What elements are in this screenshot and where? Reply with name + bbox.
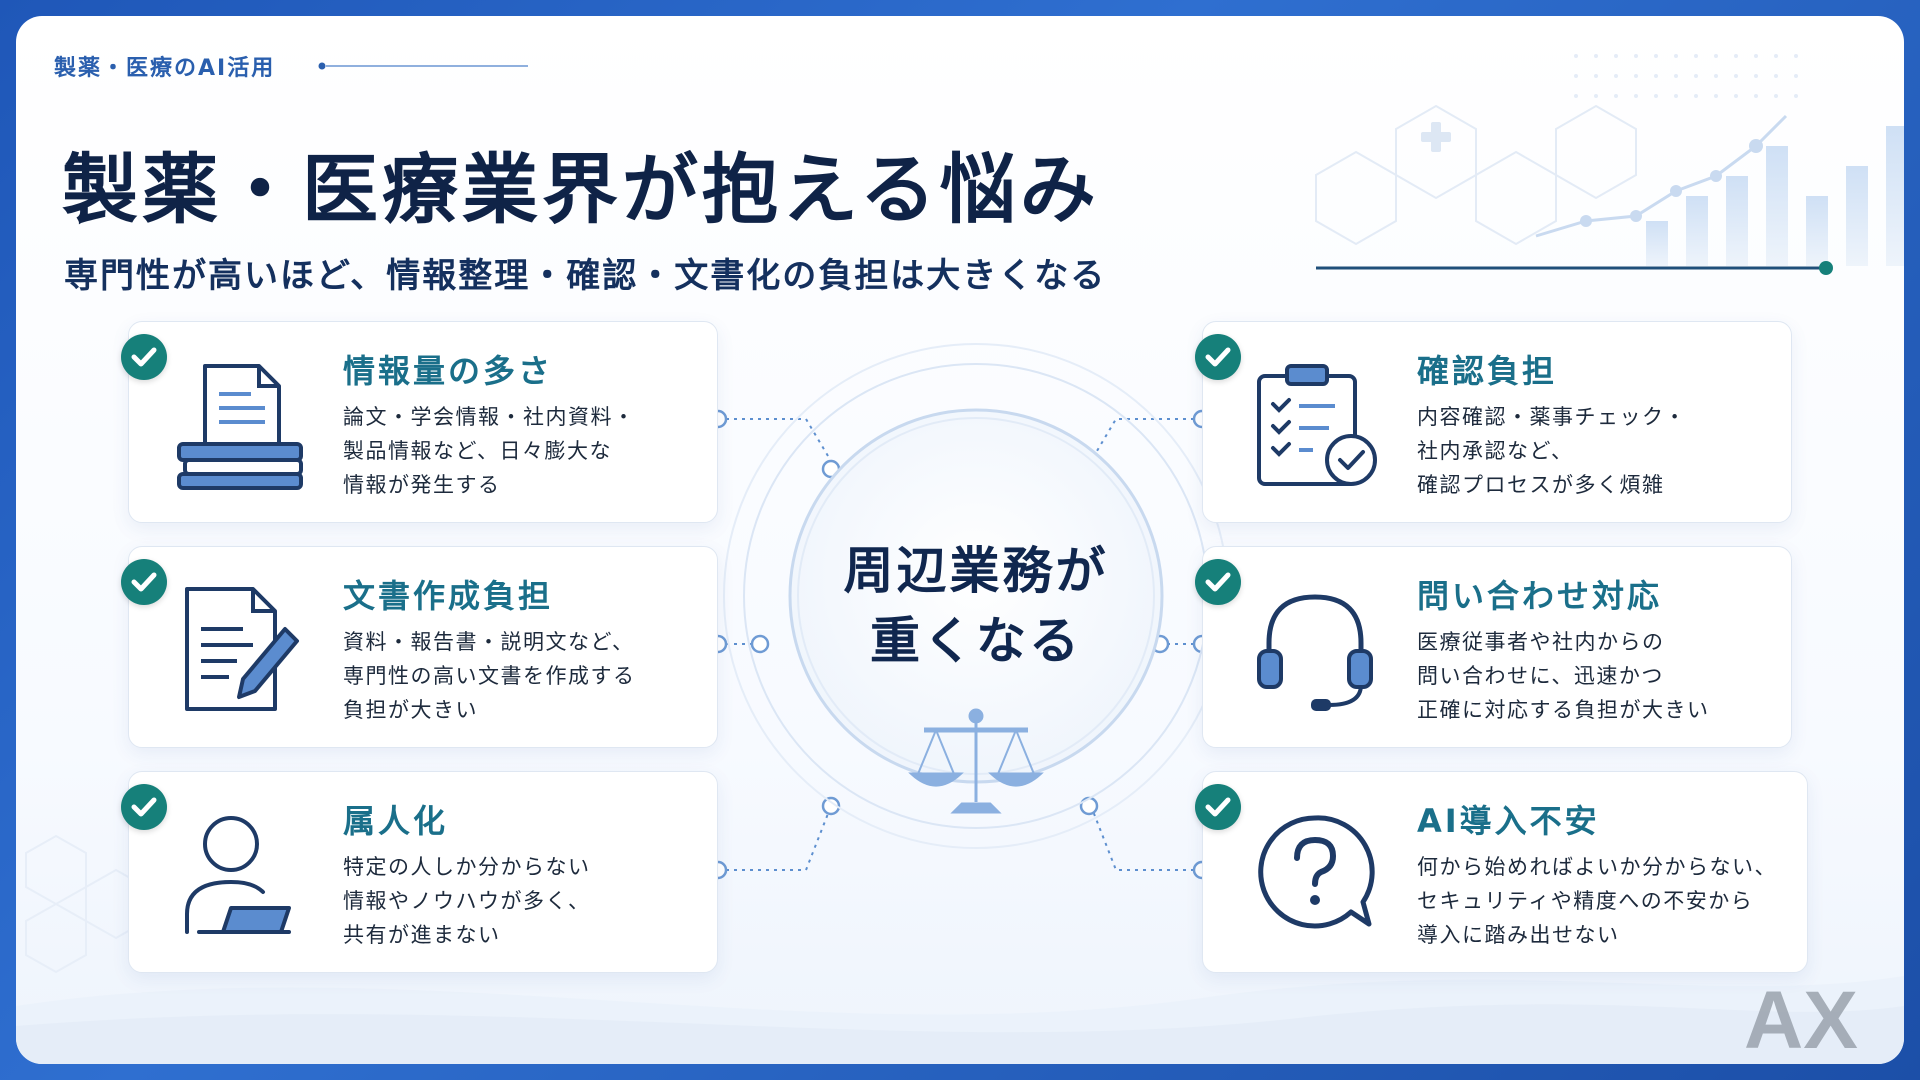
card-siloed-knowledge: 属人化 特定の人しか分からない 情報やノウハウが多く、 共有が進まない [121,771,718,973]
center-line-2: 重くなる [870,612,1082,670]
logo-text: AX [1744,978,1858,1058]
ax-logo: AX [1744,978,1858,1058]
check-icon [1195,334,1241,380]
card-line: 内容確認・薬事チェック・ [1417,405,1687,429]
check-icon [1195,784,1241,830]
check-icon [121,784,167,830]
document-pen-icon [185,587,299,711]
page-subtitle: 専門性が高いほど、情報整理・確認・文書化の負担は大きくなる [64,256,1107,296]
card-information-volume: 情報量の多さ 論文・学会情報・社内資料・ 製品情報など、日々膨大な 情報が発生す… [121,321,718,523]
center-message: 周辺業務が 重くなる [776,536,1176,676]
center-line-1: 周辺業務が [843,542,1109,600]
card-line: 資料・報告書・説明文など、 [343,630,635,654]
card-line: 製品情報など、日々膨大な [343,439,612,463]
card-line: 導入に踏み出せない [1417,923,1620,947]
card-line: 専門性の高い文書を作成する [343,664,636,688]
card-line: 確認プロセスが多く煩雑 [1417,473,1665,497]
subtitle-line [1316,261,1833,275]
card-description: 医療従事者や社内からの 問い合わせに、迅速かつ 正確に対応する負担が大きい [1417,625,1777,727]
card-line: 情報が発生する [343,473,501,497]
eyebrow-label: 製薬・医療のAI活用 [54,56,276,81]
card-line: 特定の人しか分からない [343,855,591,879]
background-decoration [16,54,1904,1064]
person-laptop-icon [185,816,291,934]
page-title: 製薬・医療業界が抱える悩み [62,145,1100,234]
card-line: 情報やノウハウが多く、 [343,889,591,913]
scale-icon [908,708,1044,814]
card-line: 何から始めればよいか分からない、 [1417,855,1777,879]
clipboard-check-icon [1257,364,1377,486]
headset-icon [1257,594,1373,711]
card-title: AI導入不安 [1417,802,1600,840]
card-line: 医療従事者や社内からの [1417,630,1665,654]
card-line: 問い合わせに、迅速かつ [1417,664,1664,688]
check-icon [1195,559,1241,605]
slide: 製薬・医療のAI活用 製薬・医療業界が抱える悩み 専門性が高いほど、情報整理・確… [16,16,1904,1064]
card-document-burden: 文書作成負担 資料・報告書・説明文など、 専門性の高い文書を作成する 負担が大き… [121,546,718,748]
card-line: 論文・学会情報・社内資料・ [343,405,636,429]
card-description: 資料・報告書・説明文など、 専門性の高い文書を作成する 負担が大きい [343,625,703,727]
card-line: セキュリティや精度への不安から [1417,889,1754,913]
check-icon [121,559,167,605]
check-icon [121,334,167,380]
card-inquiry-handling: 問い合わせ対応 医療従事者や社内からの 問い合わせに、迅速かつ 正確に対応する負… [1195,546,1792,748]
card-line: 正確に対応する負担が大きい [1417,698,1710,722]
card-review-burden: 確認負担 内容確認・薬事チェック・ 社内承認など、 確認プロセスが多く煩雑 [1195,321,1792,523]
card-line: 社内承認など、 [1417,439,1574,463]
card-title: 情報量の多さ [343,352,554,390]
card-line: 負担が大きい [343,698,478,722]
card-line: 共有が進まない [343,923,501,947]
card-description: 論文・学会情報・社内資料・ 製品情報など、日々膨大な 情報が発生する [343,400,703,502]
card-title: 文書作成負担 [343,577,554,615]
books-icon [177,364,303,490]
card-description: 何から始めればよいか分からない、 セキュリティや精度への不安から 導入に踏み出せ… [1417,850,1777,952]
card-title: 問い合わせ対応 [1417,577,1663,615]
card-title: 確認負担 [1417,352,1558,390]
card-ai-adoption-anxiety: AI導入不安 何から始めればよいか分からない、 セキュリティや精度への不安から … [1195,771,1808,973]
card-description: 特定の人しか分からない 情報やノウハウが多く、 共有が進まない [343,850,703,952]
card-title: 属人化 [343,802,449,840]
question-bubble-icon [1258,815,1375,929]
card-description: 内容確認・薬事チェック・ 社内承認など、 確認プロセスが多く煩雑 [1417,400,1777,502]
eyebrow-line [318,62,528,70]
center-circle [723,343,1229,849]
